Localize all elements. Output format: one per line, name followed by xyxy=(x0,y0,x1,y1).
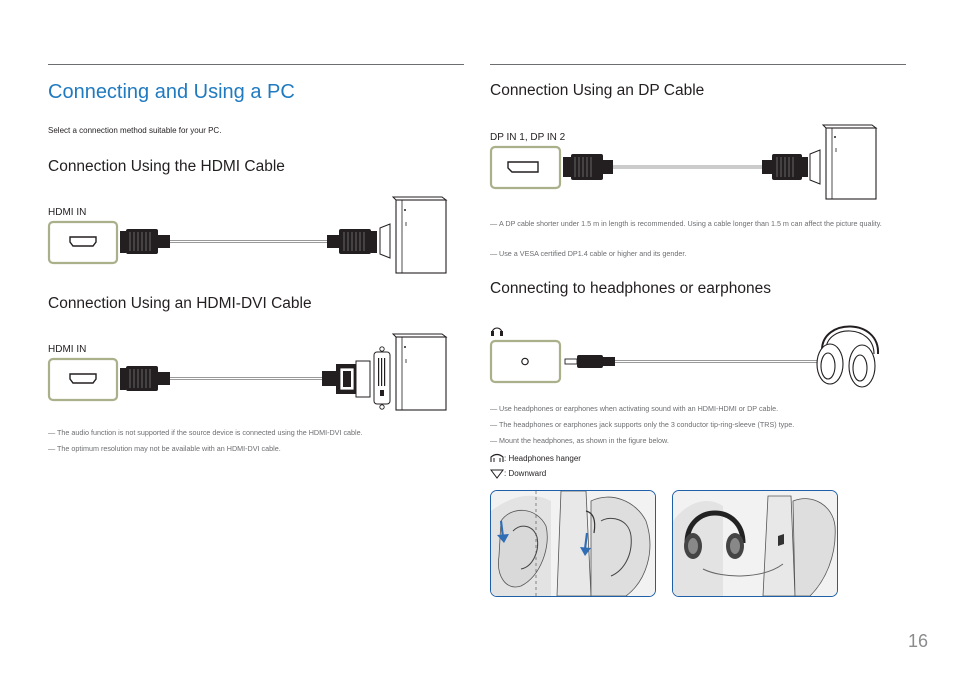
hdmi-plug-right xyxy=(327,229,377,254)
mount-step-2-image xyxy=(672,490,838,597)
legend-hanger: : Headphones hanger xyxy=(504,454,581,463)
dp-note-2: —Use a VESA certified DP1.4 cable or hig… xyxy=(490,249,687,258)
down-arrow-icon xyxy=(497,520,509,543)
headphone-plug xyxy=(564,355,615,368)
hdmi-dvi-port-label: HDMI IN xyxy=(48,344,87,355)
intro-text: Select a connection method suitable for … xyxy=(48,126,222,135)
hanger-icon xyxy=(490,453,504,462)
hdmi-dvi-note-1: —The audio function is not supported if … xyxy=(48,428,363,437)
left-top-rule xyxy=(48,64,464,65)
hdmi-port-label: HDMI IN xyxy=(48,207,87,218)
right-top-rule xyxy=(490,64,906,65)
headphone-jack-icon xyxy=(491,327,503,336)
hdmi-heading: Connection Using the HDMI Cable xyxy=(48,158,285,175)
headphones-note-3: —Mount the headphones, as shown in the f… xyxy=(490,436,669,445)
dp-plug-left xyxy=(563,154,613,180)
headphones-heading: Connecting to headphones or earphones xyxy=(490,280,771,297)
page-title: Connecting and Using a PC xyxy=(48,81,295,103)
dp-plug-right xyxy=(762,154,808,180)
hdmi-port-icon xyxy=(47,357,119,402)
hdmi-plug-left xyxy=(120,229,170,254)
hdmi-dvi-note-2: —The optimum resolution may not be avail… xyxy=(48,444,281,453)
down-arrow-icon xyxy=(580,532,591,556)
hdmi-plug xyxy=(120,366,170,391)
hdmi-port-icon xyxy=(47,220,119,265)
mount-step-1-image xyxy=(490,490,656,597)
hdmi-dvi-heading: Connection Using an HDMI-DVI Cable xyxy=(48,295,312,312)
page-number: 16 xyxy=(908,631,929,651)
pc-tower-icon xyxy=(379,196,448,274)
headphones-icon xyxy=(816,325,880,388)
pc-tower-icon xyxy=(809,124,878,200)
legend-downward: : Downward xyxy=(504,469,547,478)
dvi-plug xyxy=(322,360,371,398)
dvi-port-icon xyxy=(373,346,391,410)
dp-port-label: DP IN 1, DP IN 2 xyxy=(490,132,566,143)
headphones-note-1: —Use headphones or earphones when activa… xyxy=(490,404,779,413)
headphone-port-icon xyxy=(489,339,562,384)
pc-tower-icon xyxy=(391,333,448,411)
dp-note-1: —A DP cable shorter under 1.5 m in lengt… xyxy=(490,219,882,228)
dp-port-icon xyxy=(489,145,562,190)
downward-icon xyxy=(490,469,504,479)
dp-heading: Connection Using an DP Cable xyxy=(490,82,705,99)
headphones-note-2: —The headphones or earphones jack suppor… xyxy=(490,420,795,429)
